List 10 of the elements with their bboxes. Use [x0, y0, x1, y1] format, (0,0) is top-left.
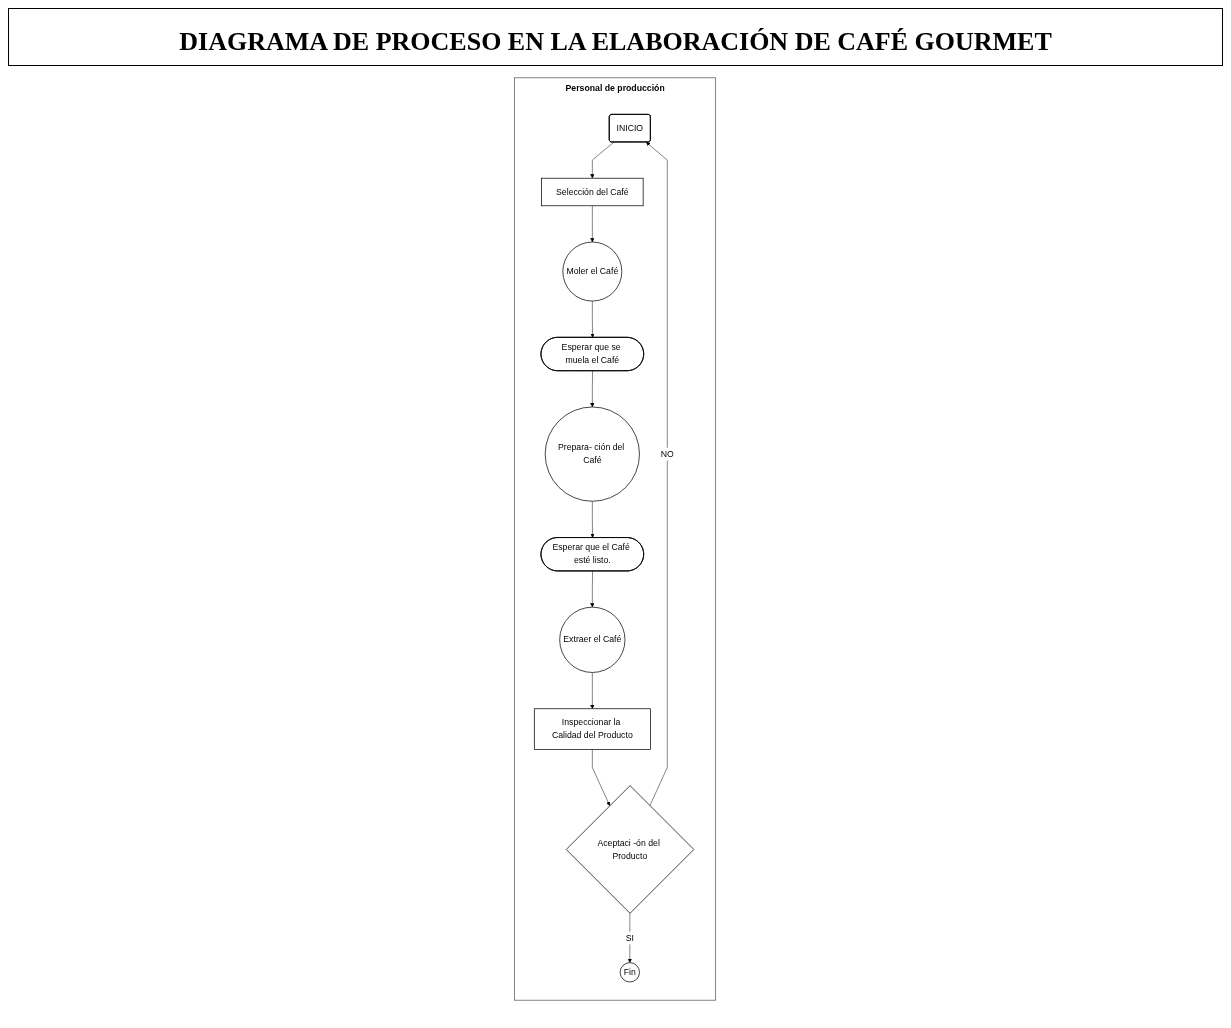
node-box: Selección del Café	[541, 177, 644, 207]
diagram-title: DIAGRAMA DE PROCESO EN LA ELABORACIÓN DE CAFÉ GOURMET	[8, 8, 1223, 66]
node-circle: Prepara- ción del Café	[545, 406, 641, 502]
node-circle: Extraer el Café	[559, 606, 626, 673]
node-circle: Fin	[620, 962, 641, 983]
edge-label: SI	[626, 932, 635, 943]
node-diamond: Aceptaci -ón del Producto	[566, 785, 695, 914]
node-box: Inspeccionar la Calidad del Producto	[534, 708, 652, 750]
edge-label: NO	[661, 449, 675, 459]
node-circle: Moler el Café	[562, 241, 623, 302]
